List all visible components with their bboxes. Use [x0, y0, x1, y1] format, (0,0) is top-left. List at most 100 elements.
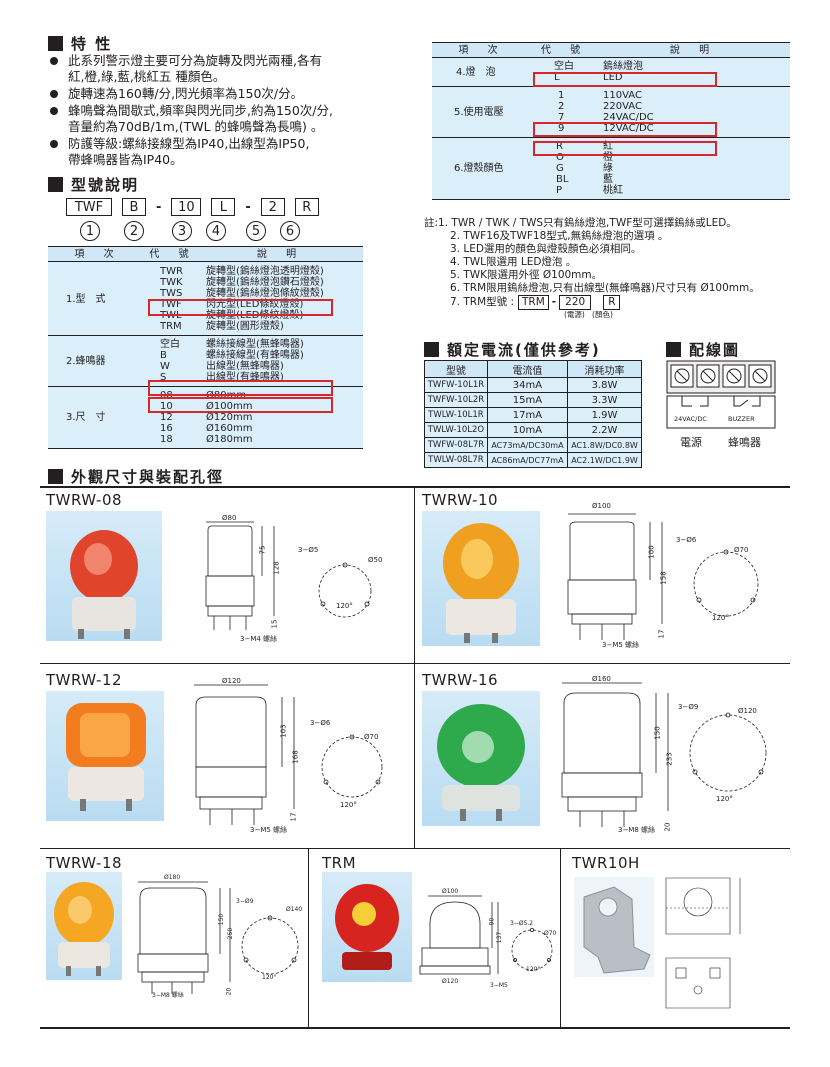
notes: 註:1. TWR / TWK / TWS只有鎢絲燈泡,TWF型可選擇鎢絲或LED… — [424, 217, 760, 319]
outline-drawing-icon — [205, 521, 372, 630]
feature-item: 旋轉速為160轉/分,閃光頻率為150次/分。 — [44, 86, 374, 102]
model-title: TRM — [322, 854, 357, 872]
terminal-block-icon — [666, 360, 776, 429]
heading-square-icon — [48, 36, 63, 51]
highlight-l — [533, 72, 717, 87]
divider — [40, 486, 790, 488]
bullet-icon — [50, 90, 58, 98]
bracket-outline-icon — [665, 877, 741, 1009]
wiring-title: 配線圖 — [689, 341, 741, 359]
beacon-photo-icon — [54, 882, 114, 976]
features-list: 此系列警示燈主要可分為旋轉及閃光兩種,各有 紅,橙,綠,藍,桃紅五 種顏色。 旋… — [44, 53, 374, 168]
trm-box: 220 — [559, 295, 592, 310]
index-circle: 2 — [124, 221, 144, 241]
features-heading: 特 性 — [48, 33, 112, 54]
product-photo — [422, 511, 540, 646]
dimension-drawing: Ø80 75 128 15 3−Ø5 Ø50 120° 3−M4 螺絲 — [190, 514, 410, 656]
model-heading: 型號說明 — [48, 174, 139, 195]
bracket-photo-icon — [583, 886, 651, 974]
bullet-icon — [50, 57, 58, 65]
beacon-photo-icon — [66, 703, 146, 811]
dimension-drawing: Ø100 90 137 3−Ø5.2 Ø70 120° Ø120 3−M5 — [418, 888, 558, 1000]
trm-box: R — [603, 295, 621, 310]
model-title: TWR10H — [572, 854, 640, 872]
model-box: B — [122, 198, 146, 216]
outline-drawing-icon — [419, 895, 553, 975]
highlight-s — [148, 380, 333, 396]
model-title: TWRW-16 — [422, 671, 499, 689]
bullet-icon — [50, 140, 58, 148]
beacon-photo-icon — [70, 530, 138, 639]
feature-item: 蜂鳴聲為間歇式,頻率與閃光同步,約為150次/分, 音量約為70dB/1m,(T… — [44, 103, 374, 135]
index-circle: 1 — [80, 221, 100, 241]
wiring-heading: 配線圖 — [666, 339, 740, 360]
highlight-08 — [148, 397, 333, 413]
bullet-icon — [50, 107, 58, 115]
outline-drawing-icon — [561, 682, 767, 827]
outline-drawing-icon — [194, 684, 383, 825]
model-box: 10 — [171, 198, 202, 216]
wiring-diagram: 24VAC/DC BUZZER — [666, 360, 776, 430]
heading-square-icon — [666, 342, 681, 357]
outline-drawing-icon — [567, 513, 759, 640]
divider — [308, 849, 309, 1027]
heading-square-icon — [424, 342, 439, 357]
beacon-photo-icon — [437, 704, 525, 821]
product-photo — [46, 691, 164, 821]
dimensions-heading: 外觀尺寸與裝配孔徑 — [48, 466, 224, 487]
product-photo — [574, 877, 654, 977]
model-dash: - — [156, 199, 162, 215]
model-box: 2 — [260, 198, 285, 216]
model-box: TWF — [66, 198, 112, 216]
model-title: 型號說明 — [71, 176, 140, 194]
dimension-drawing: Ø120 103 168 17 3−Ø6 Ø70 120° 3−M5 螺絲 — [192, 677, 412, 837]
outline-drawing-icon — [137, 881, 299, 994]
highlight-twf — [148, 299, 333, 316]
model-title: TWRW-08 — [46, 491, 123, 509]
heading-square-icon — [48, 469, 63, 484]
product-photo — [322, 872, 412, 982]
index-circle: 3 — [172, 221, 192, 241]
divider — [40, 663, 790, 664]
product-photo — [46, 872, 122, 980]
heading-square-icon — [48, 177, 63, 192]
beacon-photo-icon — [335, 884, 399, 970]
wiring-caption: 電源 — [680, 436, 702, 449]
dimension-drawing: Ø100 100 158 17 3−Ø6 Ø70 120° 3−M5 螺絲 — [566, 502, 786, 652]
index-circle: 5 — [246, 221, 266, 241]
trm-box: TRM — [518, 295, 549, 310]
model-title: TWRW-18 — [46, 854, 123, 872]
beacon-photo-icon — [443, 523, 519, 643]
features-title: 特 性 — [71, 35, 113, 53]
model-title: TWRW-10 — [422, 491, 499, 509]
wiring-caption: 蜂鳴器 — [728, 436, 761, 449]
dimension-drawing: Ø180 150 250 20 3−Ø9 Ø140 120° 3−M8 螺絲 — [136, 874, 306, 1002]
model-code-boxes: TWF B - 10 L - 2 R — [66, 198, 329, 216]
divider — [40, 848, 790, 849]
feature-item: 此系列警示燈主要可分為旋轉及閃光兩種,各有 紅,橙,綠,藍,桃紅五 種顏色。 — [44, 53, 374, 85]
index-circle: 4 — [206, 221, 226, 241]
dimension-drawing: Ø160 150 233 20 3−Ø9 Ø120 120° 3−M8 螺絲 — [558, 675, 784, 839]
highlight-9 — [533, 122, 717, 137]
model-title: TWRW-12 — [46, 671, 123, 689]
feature-item: 防護等級:螺絲接線型為IP40,出線型為IP50, 帶蜂鳴器皆為IP40。 — [44, 136, 374, 168]
current-title: 額定電流(僅供參考) — [447, 341, 601, 359]
highlight-r — [533, 141, 717, 156]
model-box: L — [211, 198, 236, 216]
current-heading: 額定電流(僅供參考) — [424, 339, 601, 360]
divider — [560, 849, 561, 1027]
product-photo — [46, 511, 162, 641]
product-photo — [422, 691, 540, 826]
